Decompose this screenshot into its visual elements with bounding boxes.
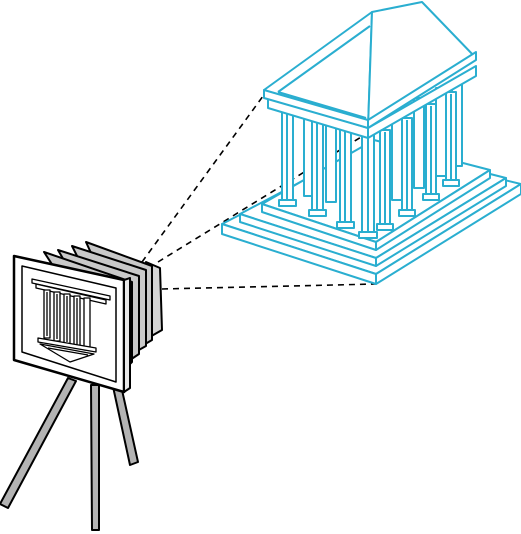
temple-step-side — [375, 169, 491, 251]
view-camera-icon — [12, 241, 163, 394]
pediment-inner-line — [277, 91, 367, 119]
column-base — [422, 193, 440, 201]
inverted-pediment-line — [47, 347, 89, 356]
column-base — [308, 209, 327, 217]
inverted-temple-icon — [31, 278, 111, 363]
inverted-column — [83, 297, 91, 351]
temple-step-side — [375, 177, 507, 267]
pediment-inner-line — [277, 25, 371, 93]
column-base — [398, 209, 416, 217]
temple-step-side — [375, 183, 521, 285]
temple-entablature — [267, 65, 477, 139]
inverted-base — [31, 278, 111, 301]
temple-columns-front — [278, 91, 460, 239]
temple-roof — [263, 1, 477, 129]
entablature-side — [367, 65, 477, 139]
tripod-leg-center — [90, 384, 100, 531]
temple-column — [435, 87, 447, 177]
inverted-entablature — [37, 337, 97, 353]
tripod-leg-right — [111, 380, 139, 466]
column-base — [278, 199, 297, 207]
projection-line — [141, 91, 267, 263]
projection-line — [161, 283, 377, 290]
tripod-icon — [0, 377, 139, 531]
camera-frame-edge — [123, 277, 131, 393]
column-base — [336, 221, 355, 229]
temple-cornice-side — [367, 51, 477, 129]
column-base — [358, 231, 378, 239]
greek-temple-icon — [221, 1, 521, 285]
tripod-leg-left — [0, 377, 77, 509]
column-base — [442, 179, 460, 187]
column-base — [376, 223, 394, 231]
